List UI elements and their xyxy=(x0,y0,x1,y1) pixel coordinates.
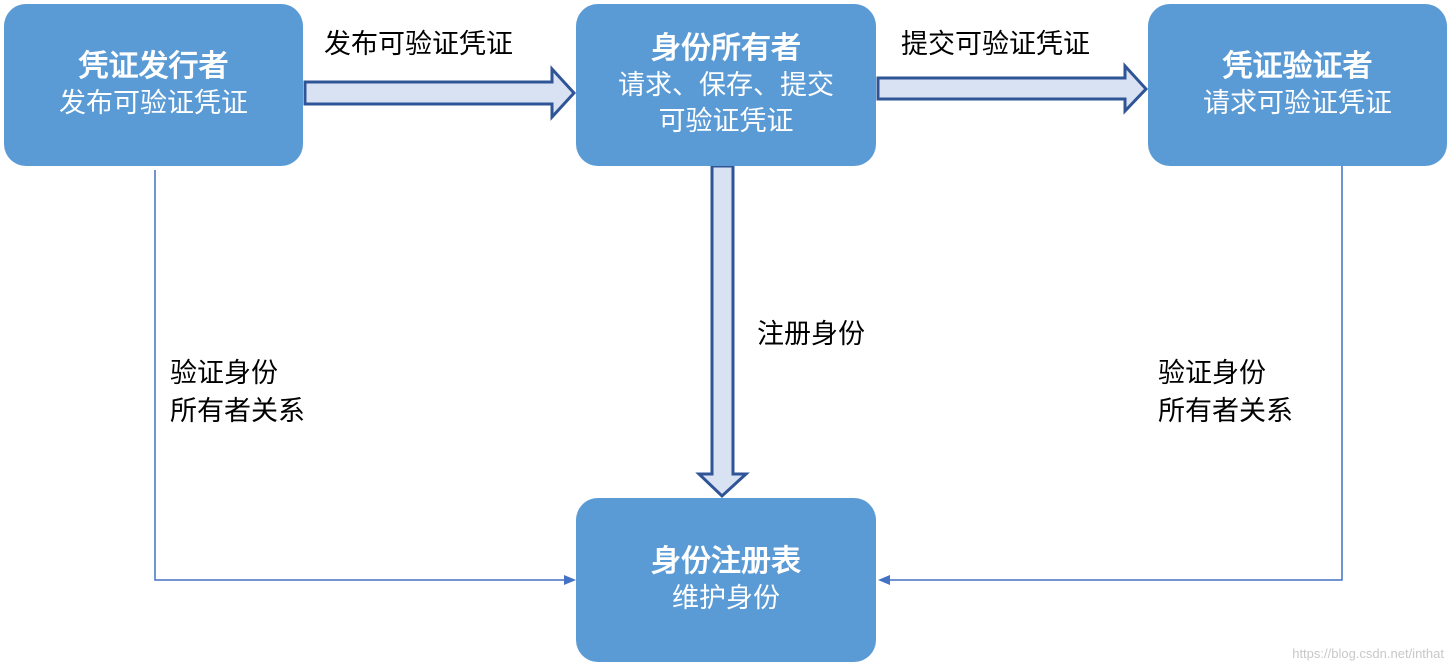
holder-line1: 请求、保存、提交 xyxy=(618,70,834,101)
issue-label: 发布可验证凭证 xyxy=(324,29,513,60)
registry-title: 身份注册表 xyxy=(651,544,801,579)
holder-box: 身份所有者 请求、保存、提交 可验证凭证 xyxy=(576,4,876,166)
present-label: 提交可验证凭证 xyxy=(901,29,1090,60)
issuer-box: 凭证发行者 发布可验证凭证 xyxy=(4,4,303,166)
issuer-subtitle: 发布可验证凭证 xyxy=(59,88,248,119)
issuer-title: 凭证发行者 xyxy=(78,49,229,84)
watermark: https://blog.csdn.net/inthat xyxy=(1292,646,1444,661)
holder-line2: 可验证凭证 xyxy=(658,106,794,137)
verify-right-label-line2: 所有者关系 xyxy=(1158,396,1293,427)
arrow-register xyxy=(695,164,750,499)
arrowhead-verifier-registry xyxy=(878,575,890,585)
verify-right-label-line1: 验证身份 xyxy=(1158,358,1266,389)
registry-box: 身份注册表 维护身份 xyxy=(576,498,876,662)
verifier-box: 凭证验证者 请求可验证凭证 xyxy=(1148,4,1447,166)
holder-title: 身份所有者 xyxy=(651,31,801,66)
registry-subtitle: 维护身份 xyxy=(672,583,780,614)
connector-issuer-registry xyxy=(154,170,572,581)
arrow-issue xyxy=(303,65,577,121)
verify-left-label-line2: 所有者关系 xyxy=(170,396,305,427)
connector-verifier-registry xyxy=(882,146,1343,581)
arrowhead-issuer-registry xyxy=(564,575,576,585)
verify-left-label-line1: 验证身份 xyxy=(170,358,278,389)
verifier-title: 凭证验证者 xyxy=(1222,49,1373,84)
arrow-present xyxy=(876,62,1149,115)
verifier-subtitle: 请求可验证凭证 xyxy=(1203,88,1392,119)
register-label: 注册身份 xyxy=(757,319,865,350)
